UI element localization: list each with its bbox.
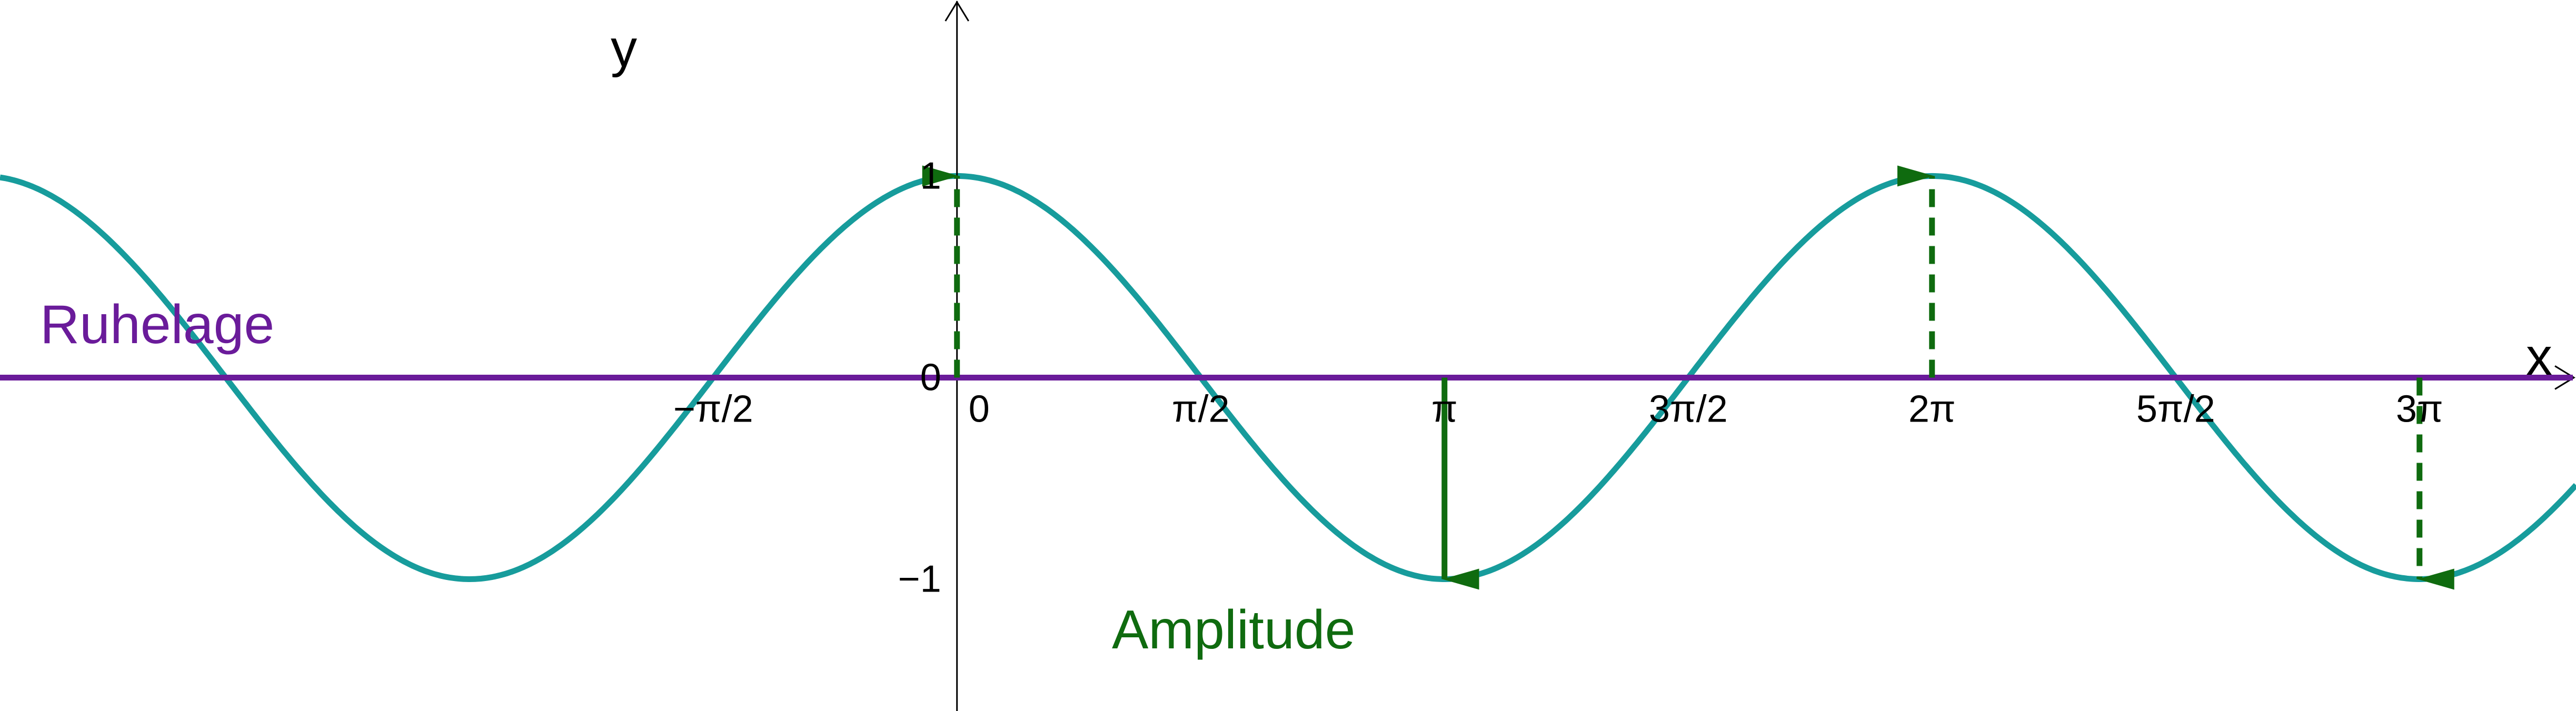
x-tick-label-4: 3π/2 — [1649, 388, 1728, 430]
cosine-curve — [0, 173, 2576, 582]
y-axis-arrowhead — [944, 1, 970, 22]
x-tick-label-3: π — [1431, 388, 1458, 430]
x-tick-label-7: 3π — [2396, 388, 2443, 430]
x-tick-label-0: −π/2 — [673, 388, 753, 430]
x-tick-label-1: 0 — [969, 388, 990, 430]
y-axis-label: y — [611, 19, 637, 78]
amplitude-label: Amplitude — [1112, 599, 1355, 660]
y-tick-label-0: 1 — [920, 155, 941, 197]
y-tick-label-1: 0 — [920, 356, 941, 398]
y-tick-label-2: −1 — [898, 558, 941, 600]
x-tick-label-2: π/2 — [1172, 388, 1230, 430]
x-tick-label-6: 5π/2 — [2136, 388, 2215, 430]
equilibrium-label: Ruhelage — [40, 294, 274, 355]
x-axis-label: x — [2526, 327, 2552, 386]
x-axis-arrowhead — [2554, 365, 2575, 390]
x-tick-label-5: 2π — [1908, 388, 1956, 430]
